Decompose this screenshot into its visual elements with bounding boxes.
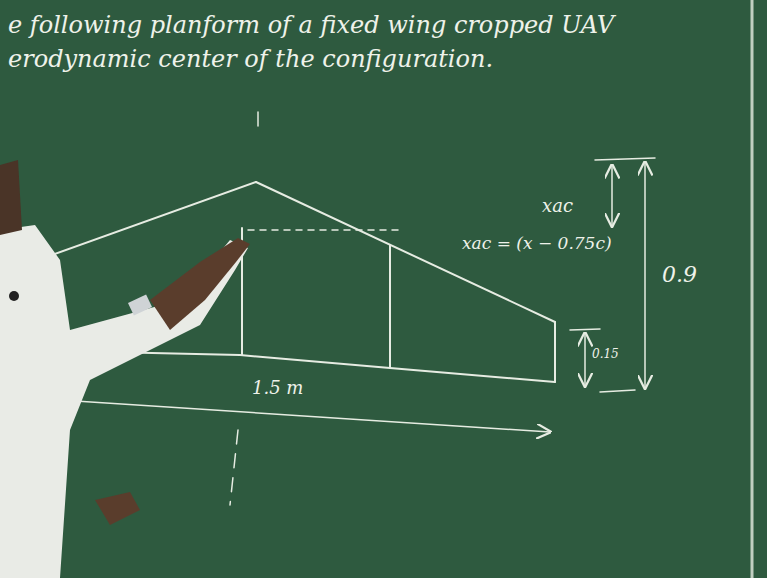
dimension-label: 0.9 (660, 262, 699, 287)
lecturer (0, 160, 250, 578)
formula-label: xac = (x − 0.75c) (460, 234, 614, 254)
dimension-label: 1.5 m (250, 378, 305, 399)
dimension-label: xac (540, 196, 575, 217)
heading-line: e following planform of a fixed wing cro… (6, 12, 616, 40)
heading-line: erodynamic center of the configuration. (6, 46, 495, 74)
dimension-label: 0.15 (590, 348, 621, 362)
